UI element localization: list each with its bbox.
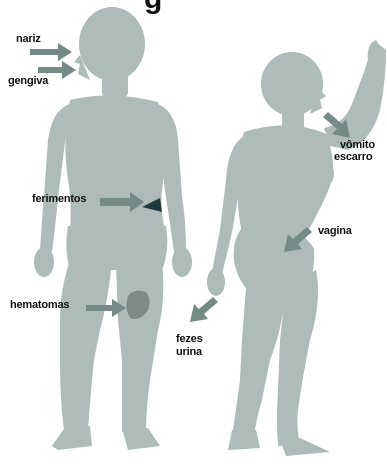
- label-hematomas: hematomas: [10, 300, 69, 311]
- arrow-fezes: [190, 297, 218, 322]
- male-figure: [34, 7, 192, 450]
- label-escarro: escarro: [334, 152, 372, 163]
- label-vomito: vômito: [340, 140, 375, 151]
- arrow-nariz: [30, 43, 72, 61]
- label-urina: urina: [176, 347, 202, 358]
- label-fezes: fezes: [176, 334, 203, 345]
- label-ferimentos: ferimentos: [32, 194, 86, 205]
- label-nariz: nariz: [16, 34, 41, 45]
- label-gengiva: gengiva: [8, 76, 48, 87]
- label-vagina: vagina: [318, 226, 352, 237]
